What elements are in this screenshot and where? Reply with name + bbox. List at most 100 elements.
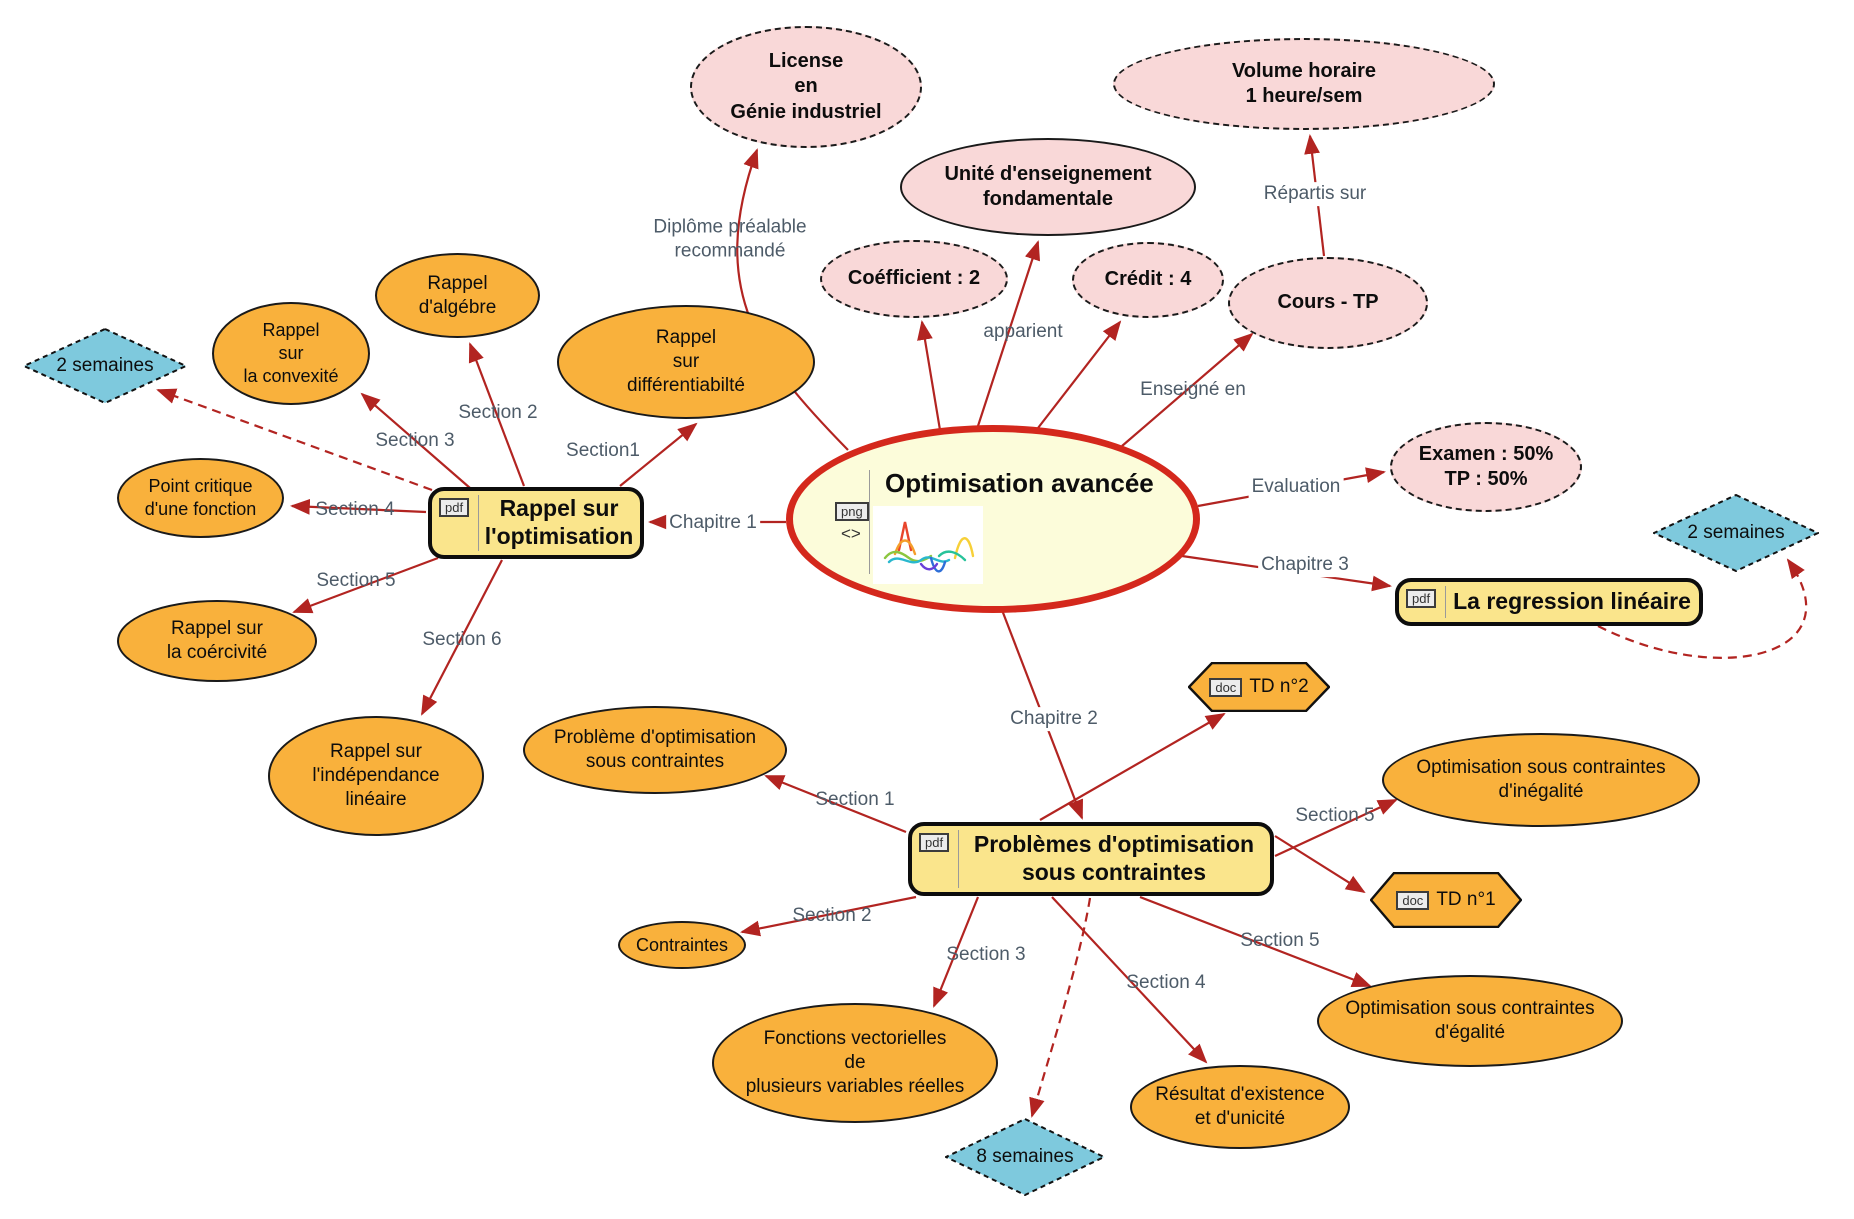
node-regression-lineaire[interactable]: pdf La regression linéaire [1395,578,1703,626]
node-rappel-optimisation[interactable]: pdf Rappel sur l'optimisation [428,487,644,559]
node-examen[interactable]: Examen : 50% TP : 50% [1390,422,1582,512]
edge-label-section4-bas[interactable]: Section 4 [1126,972,1206,994]
node-fonctions-vectorielles[interactable]: Fonctions vectorielles de plusieurs vari… [712,1003,998,1123]
edge-label-section1-bas[interactable]: Section 1 [815,789,895,811]
node-differentiabilite[interactable]: Rappel sur différentiabilté [557,305,815,419]
regression-lineaire-label: La regression linéaire [1453,588,1691,615]
edge-problemes-inegalite[interactable] [1274,799,1398,857]
edge-central-credit[interactable] [1037,320,1122,429]
edge-label-diplome-prealable[interactable]: Diplôme préalable recommandé [653,216,807,261]
diamond-shape [23,328,187,404]
edge-rappelopt-convexite[interactable] [360,392,471,489]
examen-label: Examen : 50% TP : 50% [1418,442,1554,490]
node-unite-enseignement[interactable]: Unité d'enseignement fondamentale [900,138,1196,236]
doc-resource-icon[interactable]: doc [1209,677,1243,697]
edge-problemes-fonctions[interactable] [932,896,980,1008]
node-egalite[interactable]: Optimisation sous contraintes d'égalité [1317,975,1623,1067]
node-optimisation-avancee[interactable]: png<>Optimisation avancée [786,425,1200,613]
edge-label-section5-inegalite[interactable]: Section 5 [1295,805,1375,827]
edge-problemes-sem8[interactable] [1029,897,1092,1118]
edge-rappelopt-differentiabilite[interactable] [619,422,698,487]
edge-problemes-egalite[interactable] [1139,895,1372,988]
algebre-label: Rappel d'algébre [418,272,497,318]
edge-central-coefficient[interactable] [917,320,942,431]
edge-problemes-contraintes[interactable] [740,895,917,937]
edge-label-chapitre-3[interactable]: Chapitre 3 [1258,553,1352,577]
node-inegalite[interactable]: Optimisation sous contraintes d'inégalit… [1382,733,1700,827]
td1-label: TD n°1 [1436,889,1496,910]
edge-problemes-td1[interactable] [1274,835,1366,894]
edge-label-section3-bas[interactable]: Section 3 [946,944,1026,966]
pdf-resource-icon[interactable]: pdf [919,833,950,852]
pdf-resource-icon[interactable]: pdf [439,498,470,517]
edge-label-chapitre-1[interactable]: Chapitre 1 [666,511,760,535]
node-semaines2-gauche[interactable]: 2 semaines [23,328,187,404]
edge-label-enseigne-en[interactable]: Enseigné en [1140,379,1246,401]
node-probleme-opt[interactable]: Problème d'optimisation sous contraintes [523,706,787,794]
node-credit[interactable]: Crédit : 4 [1072,242,1224,318]
edge-problemes-resultat[interactable] [1051,896,1208,1064]
node-coefficient[interactable]: Coéfficient : 2 [820,240,1008,318]
node-algebre[interactable]: Rappel d'algébre [375,253,540,338]
edge-central-courstp[interactable] [1121,332,1254,447]
divider [869,470,870,574]
edge-label-apparient[interactable]: apparient [983,321,1063,343]
node-convexite[interactable]: Rappel sur la convexité [212,302,370,405]
egalite-label: Optimisation sous contraintes d'égalité [1345,998,1595,1043]
hexagon-shape [1188,662,1330,712]
unite-enseignement-label: Unité d'enseignement fondamentale [944,162,1152,210]
node-semaines2-droite[interactable]: 2 semaines [1653,494,1819,572]
edge-central-unite[interactable] [976,240,1041,427]
edge-rappelopt-algebre[interactable] [468,342,526,487]
png-resource-icon[interactable]: png [835,502,869,521]
edge-label-section3-haut[interactable]: Section 3 [375,430,455,452]
semaines2-gauche-label: 2 semaines [56,355,154,376]
edge-label-section5-egalite[interactable]: Section 5 [1240,930,1320,952]
node-semaines8[interactable]: 8 semaines [945,1118,1105,1196]
node-volume-horaire[interactable]: Volume horaire 1 heure/sem [1113,38,1495,130]
edge-regression-sem2droite[interactable] [1597,558,1808,659]
node-resultat-existence[interactable]: Résultat d'existence et d'unicité [1130,1065,1350,1149]
edge-label-section1-haut[interactable]: Section1 [566,440,640,462]
semaines2-droite-label: 2 semaines [1687,522,1785,543]
edge-rappelopt-independance[interactable] [421,559,503,716]
coercivite-label: Rappel sur la coércivité [166,618,268,663]
hexagon-shape [1370,872,1522,928]
convexite-label: Rappel sur la convexité [243,320,339,386]
edge-label-section4-haut[interactable]: Section 4 [315,499,395,521]
doc-resource-icon[interactable]: doc [1396,890,1430,910]
node-coercivite[interactable]: Rappel sur la coércivité [117,600,317,682]
node-td1[interactable]: doc TD n°1 [1370,872,1522,928]
divider [1445,586,1446,618]
edge-rappelopt-pointcritique[interactable] [290,498,427,515]
edge-rappelopt-sem2gauche[interactable] [156,388,433,492]
node-independance[interactable]: Rappel sur l'indépendance linéaire [268,716,484,836]
edge-label-section2-haut[interactable]: Section 2 [458,402,538,424]
edge-label-repartis-sur[interactable]: Répartis sur [1260,182,1370,206]
rappel-optimisation-label: Rappel sur l'optimisation [484,495,634,549]
angle-brackets-icon: <> [841,524,861,543]
fonctions-vectorielles-label: Fonctions vectorielles de plusieurs vari… [745,1028,965,1097]
node-cours-tp[interactable]: Cours - TP [1228,257,1428,349]
point-critique-label: Point critique d'une fonction [144,476,257,519]
edge-problemes-problemeopt[interactable] [764,774,907,834]
edge-rappelopt-coercivite[interactable] [292,556,439,614]
node-point-critique[interactable]: Point critique d'une fonction [117,458,284,538]
edge-label-evaluation[interactable]: Evaluation [1248,475,1344,499]
probleme-opt-label: Problème d'optimisation sous contraintes [553,727,757,772]
edge-label-section5-haut[interactable]: Section 5 [316,570,396,592]
edge-problemes-td2[interactable] [1039,713,1226,821]
volume-horaire-label: Volume horaire 1 heure/sem [1231,59,1377,107]
node-contraintes[interactable]: Contraintes [618,921,746,969]
node-license[interactable]: License en Génie industriel [690,26,922,148]
pdf-resource-icon[interactable]: pdf [1406,589,1437,608]
edge-label-section6[interactable]: Section 6 [422,629,502,651]
cours-tp-label: Cours - TP [1277,291,1379,314]
semaines2-gauche-content: 2 semaines [23,328,187,404]
edge-label-chapitre-2[interactable]: Chapitre 2 [1007,707,1101,731]
edge-label-section2-bas[interactable]: Section 2 [792,905,872,927]
